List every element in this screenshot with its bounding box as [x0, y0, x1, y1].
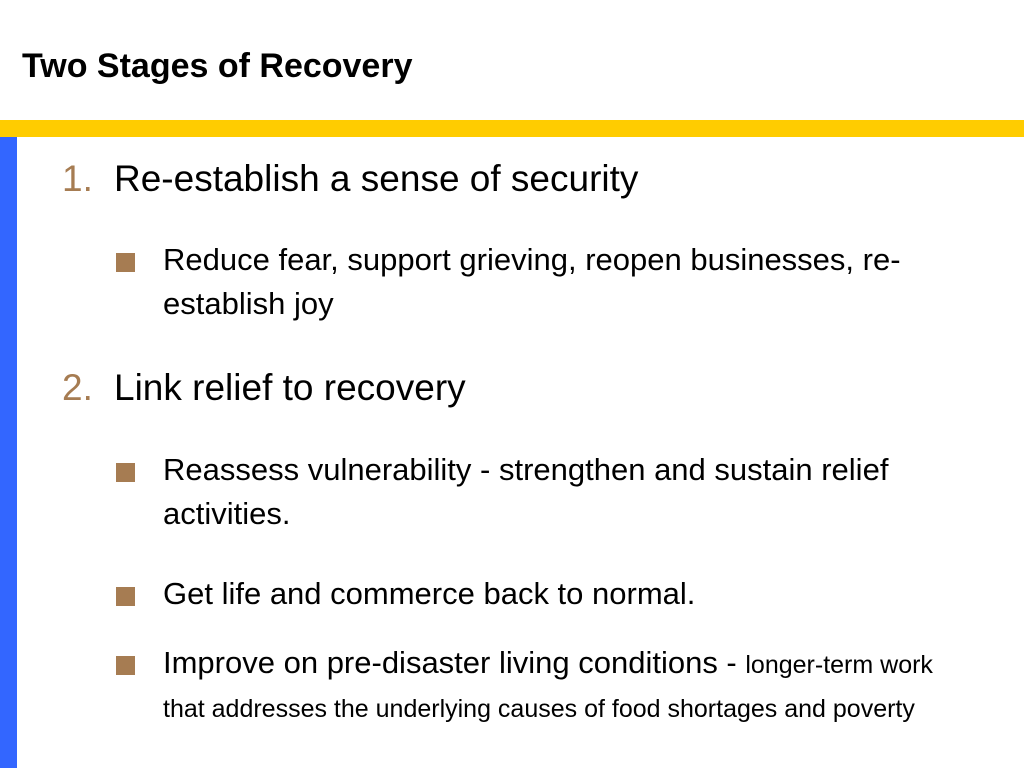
bullet-text: Get life and commerce back to normal. — [163, 576, 696, 611]
blue-accent-bar — [0, 137, 17, 768]
square-bullet-icon — [116, 463, 135, 482]
item-label: Link relief to recovery — [114, 367, 466, 408]
item-label: Re-establish a sense of security — [114, 158, 639, 199]
yellow-accent-bar — [0, 120, 1024, 137]
square-bullet-icon — [116, 253, 135, 272]
square-bullet-icon — [116, 656, 135, 675]
numbered-item-1: 1. Re-establish a sense of security — [62, 157, 638, 201]
square-bullet-icon — [116, 587, 135, 606]
bullet-main-text: Improve on pre-disaster living condition… — [163, 645, 746, 680]
slide-title: Two Stages of Recovery — [22, 47, 413, 85]
item-number: 1. — [62, 158, 93, 199]
bullet-detail-text: longer-term work that addresses the unde… — [163, 651, 933, 723]
item-number: 2. — [62, 367, 93, 408]
bullet-text: Improve on pre-disaster living condition… — [163, 641, 953, 729]
numbered-item-2: 2. Link relief to recovery — [62, 366, 466, 410]
bullet-text: Reduce fear, support grieving, reopen bu… — [163, 242, 901, 321]
bullet-text: Reassess vulnerability - strengthen and … — [163, 452, 889, 531]
